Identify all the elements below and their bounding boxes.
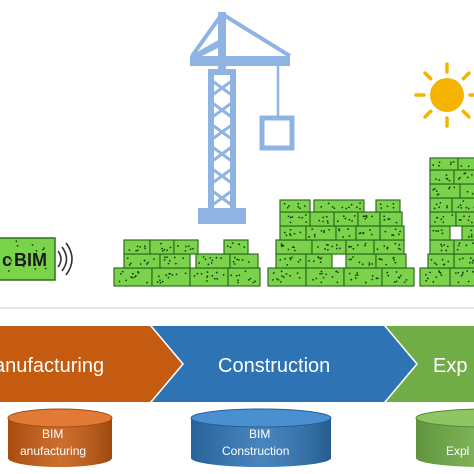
brick-wall-small bbox=[113, 239, 261, 287]
database-construction: BIM Construction bbox=[190, 408, 332, 467]
bim-tag-prefix: c bbox=[2, 250, 12, 270]
phase-arrow-manufacturing: anufacturing bbox=[0, 326, 182, 402]
wifi-signal-icon bbox=[57, 242, 73, 276]
phase-label-manufacturing: anufacturing bbox=[0, 355, 104, 377]
database-label-line2: Construction bbox=[222, 444, 289, 458]
database-exploitation: Expl bbox=[415, 408, 474, 467]
phase-arrow-exploitation: Exp bbox=[386, 326, 474, 402]
brick-wall-medium bbox=[267, 199, 415, 287]
phase-label-exploitation: Exp bbox=[433, 355, 467, 377]
database-label-line2: anufacturing bbox=[20, 444, 86, 458]
phase-arrow-construction: Construction bbox=[152, 326, 416, 402]
bim-tag-label: BIM bbox=[14, 250, 47, 270]
bim-tag: c BIM bbox=[0, 237, 73, 281]
database-manufacturing: BIM anufacturing bbox=[7, 408, 113, 467]
database-label-line2: Expl bbox=[446, 444, 469, 458]
tower-crane-icon bbox=[190, 12, 295, 224]
brick-wall-tall bbox=[419, 157, 474, 287]
sun-icon bbox=[414, 62, 474, 128]
database-label-line1: BIM bbox=[249, 427, 270, 441]
phase-label-construction: Construction bbox=[218, 355, 330, 377]
database-label-line1: BIM bbox=[42, 427, 63, 441]
